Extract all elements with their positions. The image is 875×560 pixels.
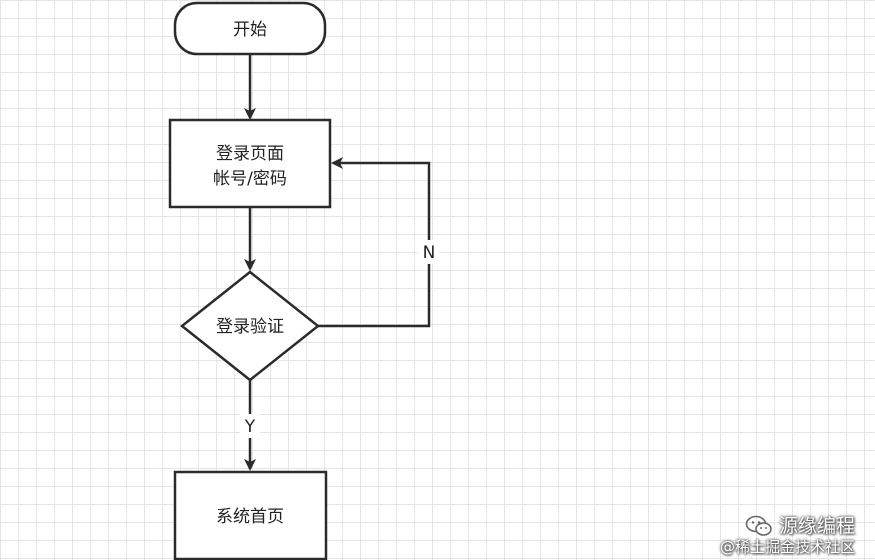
home-node-label: 系统首页 [216, 507, 284, 527]
watermark-community: @稀土掘金技术社区 [719, 538, 855, 557]
watermark: 源缘编程 @稀土掘金技术社区 [720, 515, 855, 558]
watermark-brand-row: 源缘编程 [720, 515, 855, 539]
start-node: 开始 [173, 1, 327, 56]
login-page-label-line2: 帐号/密码 [213, 169, 287, 189]
edge-verify-no-loop [318, 157, 431, 328]
home-node: 系统首页 [173, 470, 328, 560]
login-page-node: 登录页面 帐号/密码 [168, 118, 332, 209]
edge-no-label: N [423, 243, 436, 263]
watermark-brand: 源缘编程 [778, 514, 855, 537]
yes-label-bg [240, 414, 260, 438]
edge-yes-label: Y [244, 417, 256, 437]
start-node-label: 开始 [233, 20, 267, 40]
verify-decision-node: 登录验证 [179, 270, 321, 382]
login-page-label-line1: 登录页面 [216, 144, 284, 164]
no-label-bg [419, 240, 439, 264]
verify-decision-label: 登录验证 [216, 317, 284, 337]
wechat-icon [745, 516, 772, 537]
